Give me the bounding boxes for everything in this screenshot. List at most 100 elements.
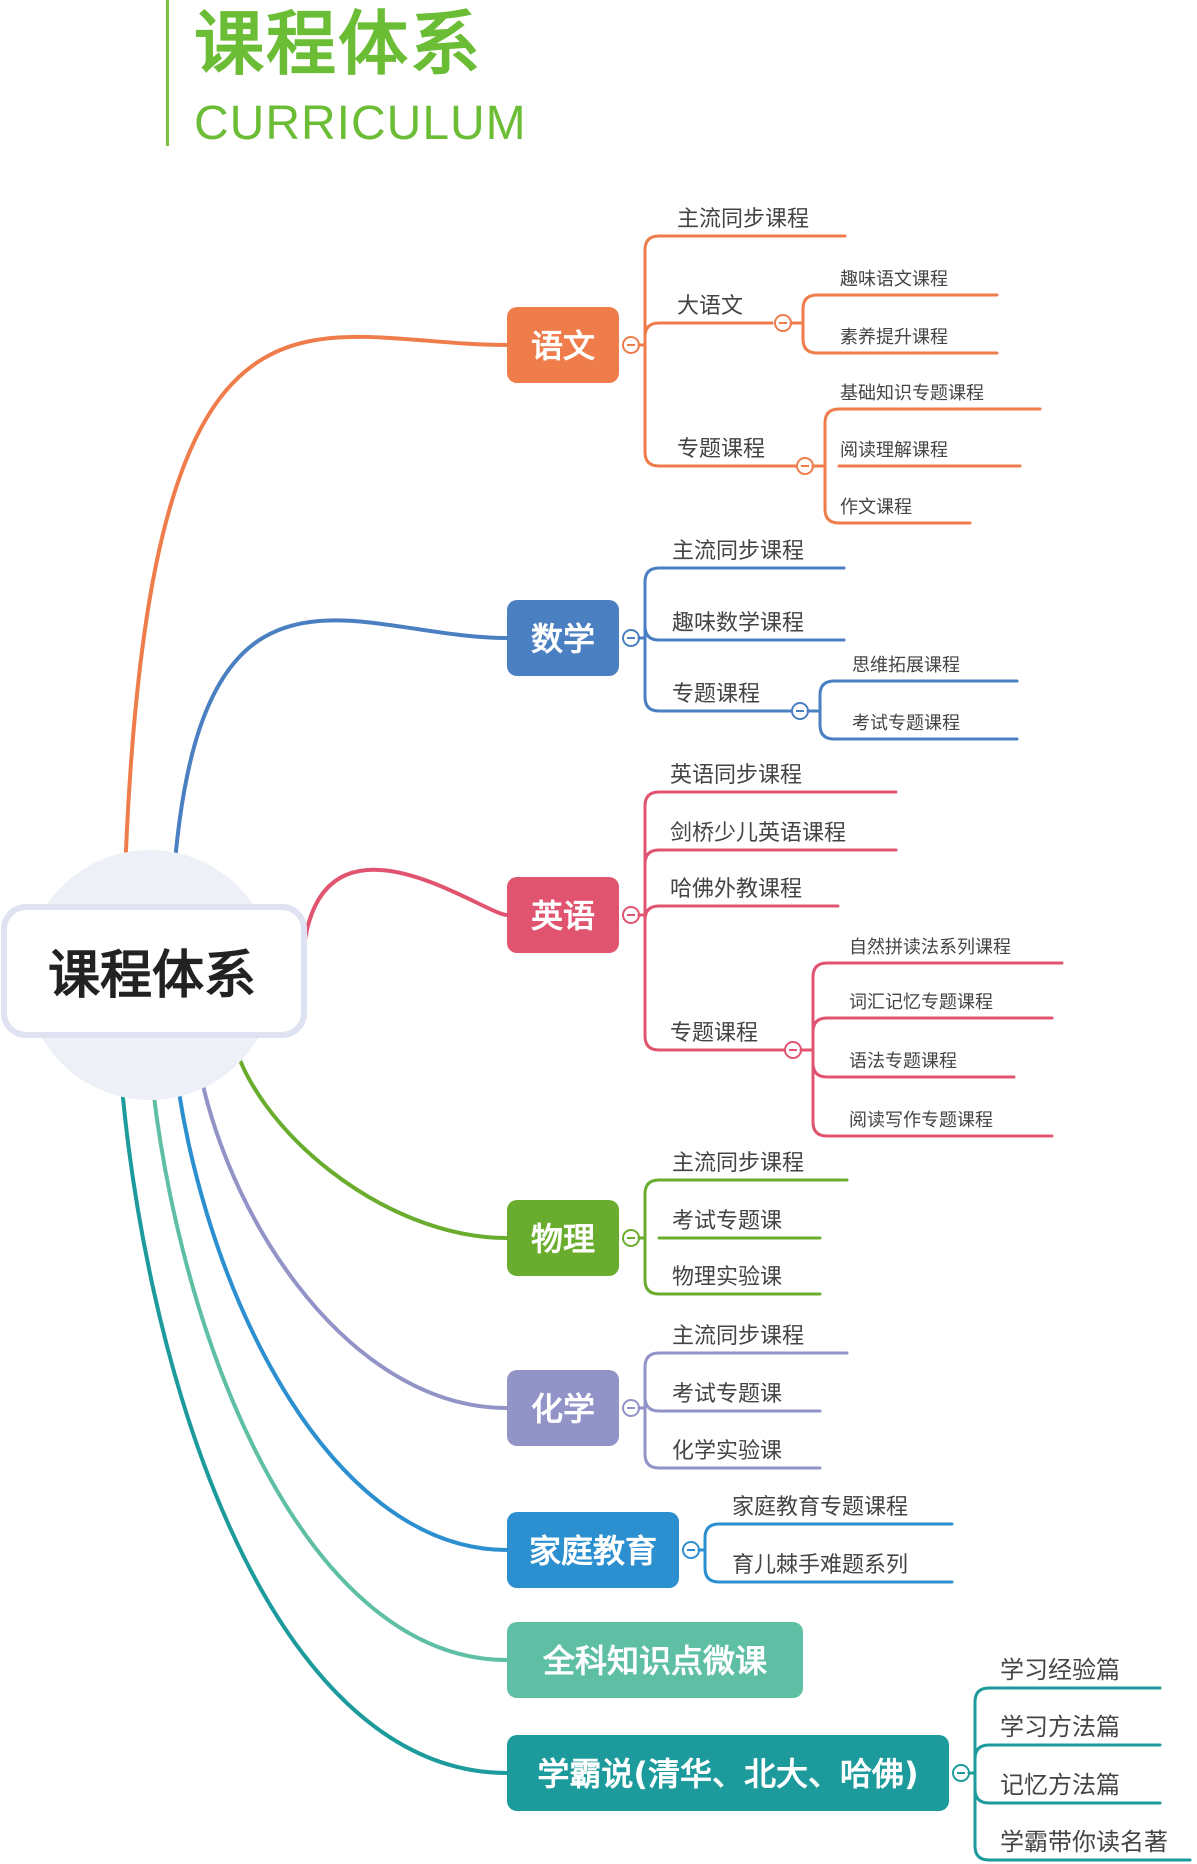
leaf-math[interactable]: 趣味数学课程	[657, 611, 846, 642]
leaf-label: 剑桥少儿英语课程	[670, 821, 846, 846]
bracket-chinese-arm	[643, 234, 661, 347]
subleaf[interactable]: 语法专题课程	[825, 1051, 1016, 1079]
leaf-label: 学霸带你读名著	[1000, 1828, 1168, 1856]
connector-micro	[146, 1033, 509, 1662]
leaf-label: 专题课程	[672, 682, 760, 707]
sub-bracket-arm	[811, 961, 829, 1052]
collapse-toggle-chinese[interactable]	[622, 336, 640, 354]
leaf-topstudent[interactable]: 学习经验篇	[987, 1656, 1162, 1690]
collapse-toggle-family[interactable]	[682, 1541, 700, 1559]
collapse-toggle-sub[interactable]	[796, 457, 814, 475]
connector-topstudent	[116, 1033, 509, 1775]
leaf-label: 哈佛外教课程	[670, 877, 802, 902]
leaf-physics[interactable]: 物理实验课	[657, 1265, 822, 1296]
bracket-topstudent-arm	[973, 1743, 991, 1775]
root-node[interactable]: 课程体系	[1, 850, 307, 1100]
subleaf-label: 基础知识专题课程	[840, 383, 984, 404]
branch-box	[507, 877, 619, 953]
branch-label: 物理	[531, 1220, 595, 1258]
branch-node-topstudent[interactable]: 学霸说(清华、北大、哈佛)	[507, 1735, 949, 1811]
collapse-toggle-sub[interactable]	[791, 702, 809, 720]
bracket-chemistry-arm	[643, 1406, 661, 1470]
leaf-family[interactable]: 家庭教育专题课程	[717, 1495, 954, 1526]
leaf-physics[interactable]: 主流同步课程	[657, 1151, 849, 1182]
branch-node-chemistry[interactable]: 化学	[507, 1370, 619, 1446]
leaf-topstudent[interactable]: 学霸带你读名著	[987, 1828, 1192, 1862]
leaf-label: 化学实验课	[672, 1439, 782, 1464]
leaf-topstudent[interactable]: 学习方法篇	[987, 1713, 1162, 1747]
connector-english	[302, 867, 509, 948]
collapse-toggle-chemistry[interactable]	[622, 1399, 640, 1417]
subleaf[interactable]: 素养提升课程	[815, 327, 999, 355]
leaf-label: 主流同步课程	[672, 1324, 804, 1349]
leaf-label: 英语同步课程	[670, 763, 802, 788]
branch-box	[507, 1370, 619, 1446]
sub-bracket-arm	[801, 321, 819, 355]
subleaf-label: 素养提升课程	[840, 327, 948, 348]
sub-bracket-arm	[811, 1048, 829, 1079]
subleaf-label: 自然拼读法系列课程	[849, 937, 1011, 958]
leaf-topstudent[interactable]: 记忆方法篇	[987, 1771, 1162, 1805]
connector-math	[170, 618, 509, 907]
leaf-label: 专题课程	[670, 1021, 758, 1046]
branch-node-physics[interactable]: 物理	[507, 1200, 619, 1276]
bracket-english-arm	[643, 913, 661, 1052]
subleaf[interactable]: 考试专题课程	[832, 713, 1019, 741]
leaf-chemistry[interactable]: 主流同步课程	[657, 1324, 849, 1355]
leaf-family[interactable]: 育儿棘手难题系列	[717, 1553, 954, 1584]
subleaf-label: 思维拓展课程	[852, 655, 960, 676]
branch-box	[507, 600, 619, 676]
leaf-label: 主流同步课程	[672, 1151, 804, 1176]
collapse-toggle-math[interactable]	[622, 629, 640, 647]
subleaf[interactable]: 基础知识专题课程	[837, 383, 1042, 411]
subleaf[interactable]: 思维拓展课程	[832, 655, 1019, 683]
leaf-chemistry[interactable]: 化学实验课	[657, 1439, 822, 1470]
collapse-toggle-english[interactable]	[622, 906, 640, 924]
subleaf-label: 阅读理解课程	[840, 440, 948, 461]
leaf-english[interactable]: 剑桥少儿英语课程	[657, 821, 898, 852]
subleaf-label: 词汇记忆专题课程	[849, 992, 993, 1013]
root-connectors	[116, 334, 509, 1775]
bracket-topstudent-arm	[973, 1686, 991, 1775]
connector-chemistry	[192, 1033, 509, 1410]
collapse-toggle-sub[interactable]	[774, 314, 792, 332]
branch-subtrees: 语文主流同步课程大语文趣味语文课程素养提升课程专题课程基础知识专题课程阅读理解课…	[507, 207, 1192, 1862]
branch-node-family[interactable]: 家庭教育	[507, 1512, 679, 1588]
leaf-physics[interactable]: 考试专题课	[657, 1209, 822, 1240]
leaf-english[interactable]: 英语同步课程	[657, 763, 898, 794]
leaf-label: 专题课程	[677, 437, 765, 462]
subleaf[interactable]: 阅读理解课程	[837, 440, 1022, 468]
branch-node-micro[interactable]: 全科知识点微课	[507, 1622, 803, 1698]
leaf-chemistry[interactable]: 考试专题课	[657, 1382, 822, 1413]
branch-node-chinese[interactable]: 语文	[507, 307, 619, 383]
leaf-chinese[interactable]: 主流同步课程	[657, 207, 847, 238]
branch-node-math[interactable]: 数学	[507, 600, 619, 676]
collapse-toggle-topstudent[interactable]	[952, 1764, 970, 1782]
leaf-math[interactable]: 主流同步课程	[657, 539, 846, 570]
bracket-topstudent-arm	[973, 1771, 991, 1862]
subleaf[interactable]: 自然拼读法系列课程	[825, 937, 1064, 965]
subleaf[interactable]: 作文课程	[837, 497, 972, 525]
collapse-toggle-sub[interactable]	[784, 1041, 802, 1059]
leaf-label: 趣味数学课程	[672, 611, 804, 636]
collapse-toggle-physics[interactable]	[622, 1229, 640, 1247]
subleaf[interactable]: 趣味语文课程	[815, 269, 999, 297]
subleaf[interactable]: 阅读写作专题课程	[825, 1110, 1054, 1138]
bracket-family-arm	[703, 1522, 721, 1552]
leaf-english[interactable]: 哈佛外教课程	[657, 877, 840, 908]
leaf-label: 考试专题课	[672, 1209, 782, 1234]
sub-bracket-arm	[823, 407, 841, 468]
subleaf[interactable]: 词汇记忆专题课程	[825, 992, 1054, 1020]
bracket-chinese-arm	[643, 343, 661, 468]
subleaf-label: 语法专题课程	[849, 1051, 957, 1072]
branch-node-english[interactable]: 英语	[507, 877, 619, 953]
branch-box	[507, 1622, 803, 1698]
